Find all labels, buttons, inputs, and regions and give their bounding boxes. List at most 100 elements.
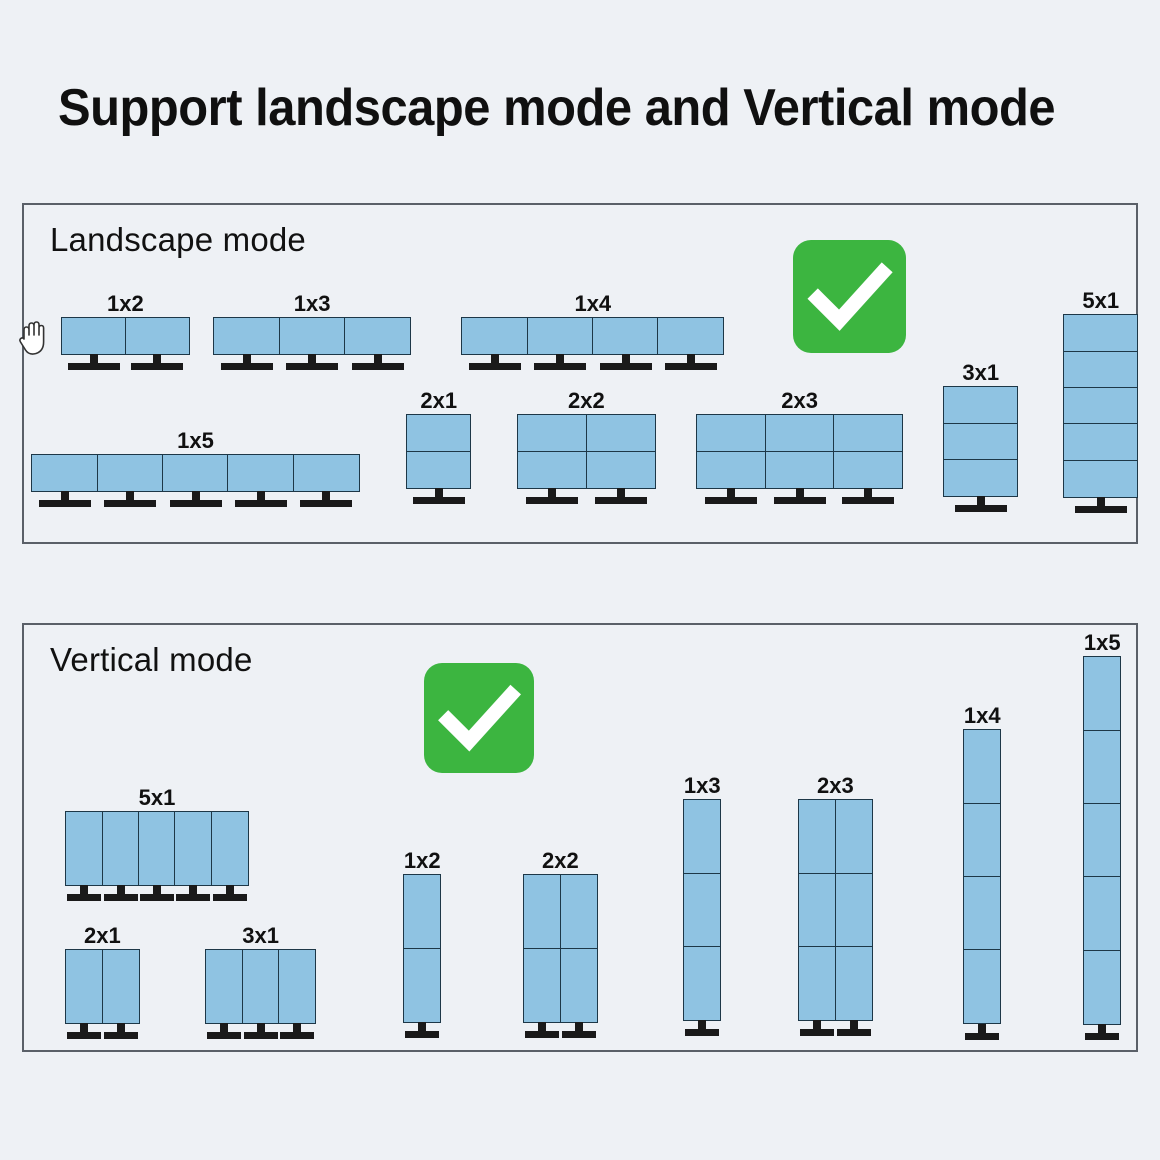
- monitor-grid: [65, 949, 140, 1040]
- monitor-group-landscape-2x2[interactable]: 2x2: [517, 390, 656, 504]
- monitor-screen[interactable]: [592, 317, 660, 356]
- monitor-screen[interactable]: [406, 450, 472, 489]
- monitor-screen[interactable]: [559, 874, 598, 950]
- monitor-screen[interactable]: [1083, 876, 1122, 952]
- monitor-grid: [1063, 314, 1139, 514]
- monitor-stand-base: [405, 1030, 440, 1038]
- monitor-screen[interactable]: [1063, 387, 1139, 426]
- monitor-screen[interactable]: [798, 872, 837, 948]
- monitor-screen[interactable]: [963, 802, 1002, 878]
- monitor-screen[interactable]: [461, 317, 529, 356]
- monitor-screen[interactable]: [162, 454, 230, 493]
- monitor-screen[interactable]: [31, 454, 99, 493]
- monitor-screen[interactable]: [834, 872, 873, 948]
- monitor-group-vertical-5x1[interactable]: 5x1: [65, 787, 249, 902]
- monitor-group-landscape-2x3[interactable]: 2x3: [696, 390, 904, 504]
- monitor-stand: [964, 1023, 1000, 1040]
- monitor-stand-neck: [225, 885, 234, 895]
- monitor-group-vertical-3x1[interactable]: 3x1: [205, 925, 317, 1040]
- monitor-stand-neck: [256, 1023, 265, 1033]
- monitor-screen[interactable]: [101, 811, 140, 887]
- monitor-screen[interactable]: [403, 874, 442, 950]
- monitor-screen[interactable]: [683, 872, 722, 948]
- monitor-screen[interactable]: [834, 946, 873, 1022]
- monitor-screen[interactable]: [205, 949, 244, 1025]
- monitor-group-vertical-1x2[interactable]: 1x2: [403, 850, 442, 1038]
- monitor-screen[interactable]: [124, 317, 190, 356]
- monitor-grid: [65, 811, 249, 902]
- monitor-screen[interactable]: [798, 946, 837, 1022]
- monitor-screen[interactable]: [943, 422, 1019, 461]
- monitor-group-landscape-5x1[interactable]: 5x1: [1063, 290, 1139, 514]
- monitor-group-vertical-2x3[interactable]: 2x3: [798, 775, 873, 1037]
- monitor-group-vertical-1x5[interactable]: 1x5: [1083, 632, 1122, 1041]
- monitor-screen[interactable]: [101, 949, 140, 1025]
- monitor-screen[interactable]: [1063, 314, 1139, 353]
- monitor-screen[interactable]: [833, 450, 904, 489]
- monitor-screen[interactable]: [517, 414, 588, 453]
- monitor-screen[interactable]: [1083, 803, 1122, 879]
- monitor-screen[interactable]: [963, 949, 1002, 1025]
- monitor-screen[interactable]: [1083, 656, 1122, 732]
- monitor-screen[interactable]: [278, 949, 317, 1025]
- monitor-screen[interactable]: [963, 729, 1002, 805]
- monitor-stand-base: [176, 894, 211, 902]
- monitor-screen[interactable]: [523, 947, 562, 1023]
- monitor-screen[interactable]: [1083, 949, 1122, 1025]
- monitor-screen[interactable]: [278, 317, 346, 356]
- monitor-screen[interactable]: [585, 450, 656, 489]
- monitor-screen[interactable]: [559, 947, 598, 1023]
- monitor-stand: [279, 1023, 315, 1040]
- monitor-screen[interactable]: [406, 414, 472, 453]
- monitor-screen[interactable]: [657, 317, 725, 356]
- monitor-group-landscape-2x1[interactable]: 2x1: [406, 390, 472, 504]
- monitor-screen[interactable]: [764, 450, 835, 489]
- monitor-grid: [696, 414, 904, 504]
- monitor-stand-neck: [976, 496, 985, 506]
- monitor-screen[interactable]: [292, 454, 360, 493]
- monitor-screen[interactable]: [798, 799, 837, 875]
- monitor-screen[interactable]: [1063, 459, 1139, 498]
- monitor-screen[interactable]: [764, 414, 835, 453]
- monitor-stand-neck: [1098, 1024, 1107, 1034]
- monitor-screen[interactable]: [943, 459, 1019, 498]
- monitor-group-landscape-1x4[interactable]: 1x4: [461, 293, 725, 371]
- monitor-group-landscape-1x2[interactable]: 1x2: [61, 293, 190, 371]
- monitor-group-vertical-1x3[interactable]: 1x3: [683, 775, 722, 1037]
- monitor-screen[interactable]: [344, 317, 412, 356]
- monitor-stand: [294, 491, 359, 508]
- monitor-screen[interactable]: [834, 799, 873, 875]
- monitor-screen[interactable]: [213, 317, 281, 356]
- monitor-screen[interactable]: [526, 317, 594, 356]
- monitor-screen[interactable]: [1063, 350, 1139, 389]
- monitor-screen[interactable]: [963, 876, 1002, 952]
- monitor-screen[interactable]: [517, 450, 588, 489]
- monitor-screen[interactable]: [585, 414, 656, 453]
- monitor-screen[interactable]: [65, 949, 104, 1025]
- monitor-screen[interactable]: [1083, 729, 1122, 805]
- monitor-screen[interactable]: [1063, 423, 1139, 462]
- monitor-screen[interactable]: [138, 811, 177, 887]
- monitor-screen[interactable]: [227, 454, 295, 493]
- monitor-screen[interactable]: [683, 799, 722, 875]
- monitor-screen[interactable]: [523, 874, 562, 950]
- monitor-screen[interactable]: [96, 454, 164, 493]
- monitor-screen[interactable]: [833, 414, 904, 453]
- monitor-screen[interactable]: [943, 386, 1019, 425]
- monitor-group-vertical-2x1[interactable]: 2x1: [65, 925, 140, 1040]
- monitor-screen[interactable]: [696, 414, 767, 453]
- monitor-group-landscape-1x5[interactable]: 1x5: [31, 430, 360, 508]
- monitor-group-vertical-1x4[interactable]: 1x4: [963, 705, 1002, 1040]
- monitor-screen[interactable]: [210, 811, 249, 887]
- monitor-stand: [658, 354, 723, 371]
- monitor-screen[interactable]: [403, 947, 442, 1023]
- monitor-screen[interactable]: [174, 811, 213, 887]
- monitor-screen[interactable]: [65, 811, 104, 887]
- monitor-screen[interactable]: [61, 317, 127, 356]
- monitor-screen[interactable]: [696, 450, 767, 489]
- monitor-group-vertical-2x2[interactable]: 2x2: [523, 850, 598, 1038]
- monitor-screen[interactable]: [241, 949, 280, 1025]
- monitor-screen[interactable]: [683, 946, 722, 1022]
- monitor-group-landscape-3x1[interactable]: 3x1: [943, 362, 1019, 513]
- monitor-group-landscape-1x3[interactable]: 1x3: [213, 293, 412, 371]
